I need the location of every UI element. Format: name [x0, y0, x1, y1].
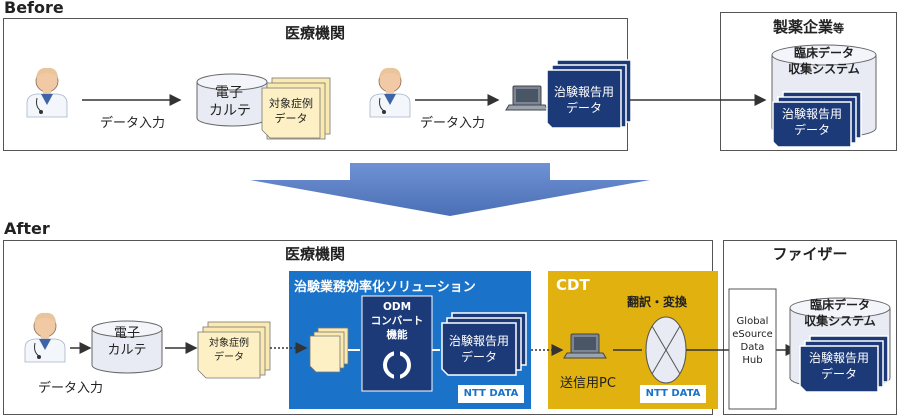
- after-pfizer-title: ファイザー: [772, 245, 848, 263]
- after-case-data-label: 対象症例 データ: [209, 338, 249, 363]
- odm-label: ODM コンバート 機能: [370, 301, 424, 341]
- before-medical-title: 医療機関: [284, 24, 345, 42]
- translate-icon: [645, 316, 687, 384]
- before-data-entry-1: データ入力: [100, 116, 166, 131]
- doctor-icon: [24, 312, 66, 363]
- laptop-icon: [563, 333, 607, 359]
- before-label: Before: [4, 0, 64, 17]
- doctor-icon: [26, 67, 68, 118]
- before-pharma-title: 製薬企業等: [772, 18, 844, 36]
- before-data-entry-2: データ入力: [420, 116, 486, 131]
- after-data-entry: データ入力: [38, 381, 104, 396]
- translate-label: 翻訳・変換: [627, 295, 688, 309]
- convert-icon: [383, 350, 412, 380]
- before-report-doc-label: 治験報告用 データ: [553, 85, 614, 115]
- laptop-icon: [505, 85, 549, 111]
- cdt-pc-label: 送信用PC: [560, 376, 616, 391]
- transition-arrow: [250, 163, 650, 216]
- solution-logo: NTT DATA: [458, 385, 524, 403]
- after-medical-title: 医療機関: [284, 245, 345, 263]
- cdt-logo: NTT DATA: [640, 385, 706, 403]
- case-data-label: 対象症例 データ: [269, 97, 313, 125]
- hub-label: Global eSource Data Hub: [732, 316, 773, 366]
- solution-title: 治験業務効率化ソリューション: [294, 280, 476, 295]
- pfizer-system-label: 臨床データ 収集システム: [804, 298, 876, 328]
- after-emr-label: 電子 カルテ: [107, 326, 147, 358]
- before-pharma-doc-label: 治験報告用 データ: [781, 107, 842, 137]
- after-label: After: [4, 219, 50, 238]
- cdt-title: CDT: [556, 276, 590, 294]
- solution-doc-label: 治験報告用 データ: [448, 334, 509, 364]
- before-pharma-system-label: 臨床データ 収集システム: [788, 46, 860, 76]
- pfizer-doc-label: 治験報告用 データ: [808, 351, 869, 381]
- emr-label: 電子 カルテ: [209, 85, 251, 119]
- doctor-icon: [369, 67, 411, 118]
